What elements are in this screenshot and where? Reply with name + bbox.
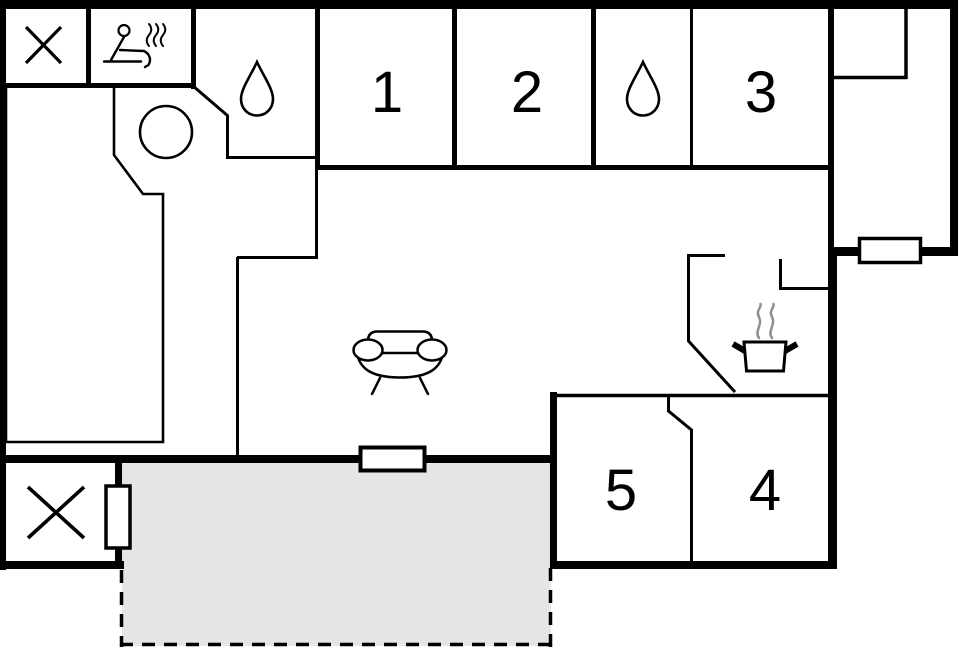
windows	[104, 236, 923, 550]
terrace-area	[122, 462, 551, 646]
sofa-icon	[352, 330, 448, 396]
swimming-pool	[4, 84, 165, 444]
bedroom-1-label: 1	[371, 60, 403, 125]
wall-room5-left	[550, 392, 557, 569]
wall-divider-x-sauna	[86, 0, 91, 88]
terrace	[119, 462, 553, 647]
wall-outer-top	[0, 0, 958, 9]
bedroom-5-label: 5	[605, 458, 637, 523]
wall-divider-room2-bath	[591, 0, 596, 167]
cooking-pot-icon	[731, 302, 799, 373]
wall-kitchen-stub	[779, 259, 828, 290]
hot-tub	[138, 104, 194, 160]
window-right-wall	[857, 236, 923, 265]
wall-room3-right	[828, 0, 834, 250]
walls	[0, 0, 958, 570]
wall-outer-right-lower	[828, 247, 837, 569]
wall-sauna-bottom	[0, 83, 196, 88]
wall-bath-diagonal	[192, 84, 229, 118]
x-mark-bottom-left-icon	[26, 485, 86, 540]
pot-body	[742, 340, 788, 373]
wall-outer-right-upper	[950, 0, 958, 256]
wall-xroom-bottom	[0, 561, 124, 569]
wall-outer-bottom-rooms45	[550, 561, 837, 569]
wall-outer-left	[0, 0, 6, 570]
wall-south-living	[0, 455, 557, 463]
sauna-steam-2	[152, 23, 160, 47]
pot-steam-1	[756, 302, 762, 340]
water-drop-icon-top	[239, 58, 275, 117]
interior-thin-walls	[192, 9, 908, 563]
wall-toprow-bottom	[315, 165, 832, 170]
wall-divider-room1-2	[452, 0, 457, 167]
water-drop-icon-middle	[625, 58, 661, 117]
bedroom-4-label: 4	[749, 458, 781, 523]
sauna-person-icon	[102, 23, 167, 69]
wall-divider-room5-4	[667, 396, 693, 563]
sauna-steam-3	[159, 23, 167, 47]
wall-kitchen-left	[687, 254, 737, 394]
x-mark-top-left-icon	[24, 25, 63, 65]
pot-steam-2	[769, 302, 775, 340]
window-south-wall	[358, 445, 427, 473]
bedroom-2-label: 2	[511, 60, 543, 125]
sauna-steam-1	[145, 23, 153, 47]
pot-handles	[731, 341, 799, 354]
wall-divider-bath-room3	[690, 0, 693, 167]
bedroom-3-label: 3	[745, 60, 777, 125]
wall-room1-left	[315, 0, 320, 167]
window-west-room	[104, 484, 132, 550]
wall-sauna-right	[191, 0, 196, 89]
